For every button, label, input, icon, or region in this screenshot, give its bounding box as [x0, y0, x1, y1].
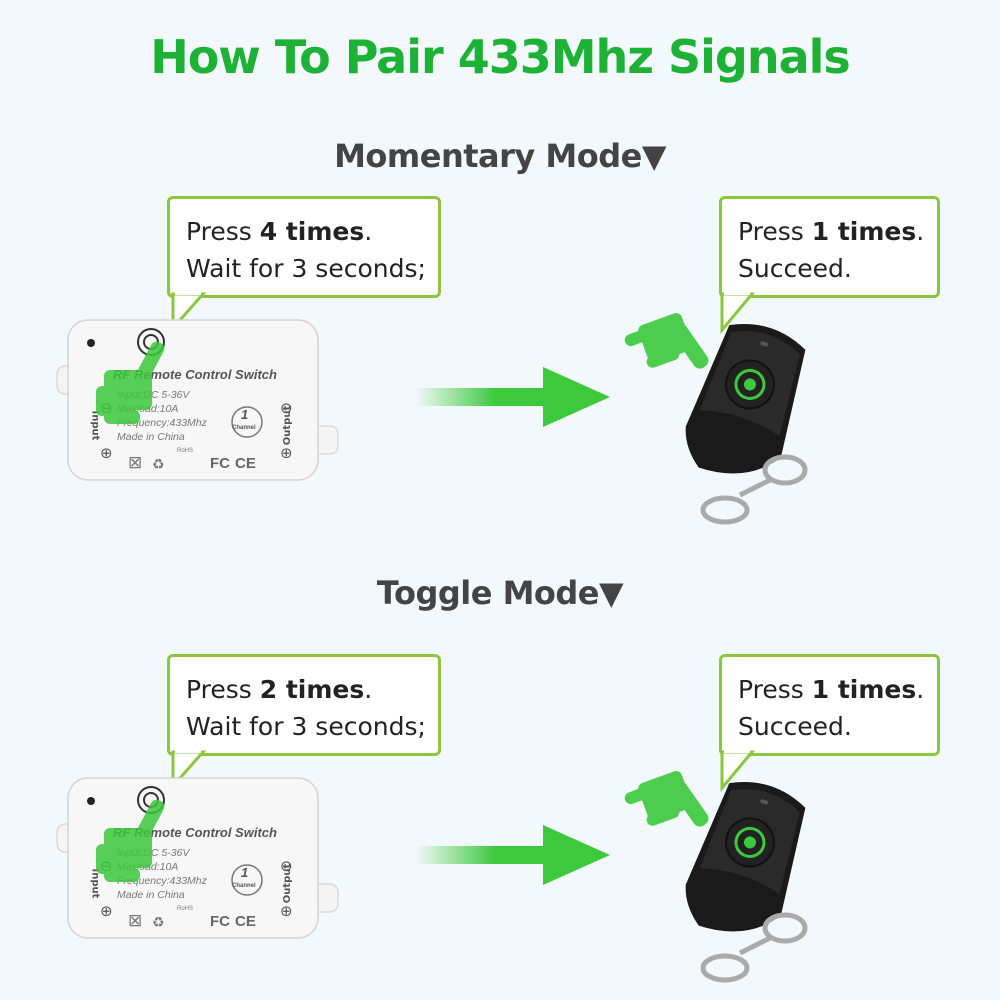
device-spec-origin: Made in China [117, 431, 185, 443]
hand-pointer-icon [96, 341, 165, 424]
press-count: 1 times [811, 217, 917, 246]
svg-text:⊕: ⊕ [100, 444, 113, 462]
svg-text:⊕: ⊕ [280, 902, 293, 920]
ce-mark: CE [235, 455, 256, 472]
hand-pointer-icon [624, 313, 709, 369]
rohs-leaf-icon: RoHS [177, 448, 194, 454]
device-title: RF Remote Control Switch [113, 825, 277, 840]
press-count: 2 times [259, 675, 365, 704]
instruction-line: Wait for 3 seconds; [186, 712, 426, 741]
svg-text:⊖: ⊖ [280, 857, 293, 875]
fc-mark: FC [210, 913, 230, 930]
hand-pointer-icon [624, 771, 709, 827]
rohs-leaf-icon: RoHS [177, 906, 194, 912]
output-label: Output [282, 863, 294, 904]
key-fob-remote [685, 781, 808, 983]
svg-text:⊠: ⊠ [128, 453, 142, 473]
press-count: 1 times [811, 675, 917, 704]
svg-text:⊠: ⊠ [128, 911, 142, 931]
instruction-line: Succeed. [738, 712, 852, 741]
instruction-line: Wait for 3 seconds; [186, 254, 426, 283]
recycle-icon: ♻ [152, 914, 165, 930]
rf-receiver-module: ⊖ ⊕ ⊖ ⊕ ⊠ RF Remote Control Switch Input… [55, 776, 340, 941]
bubble-tail [720, 749, 756, 793]
channel-number: 1 [241, 865, 249, 880]
press-count: 4 times [259, 217, 365, 246]
rf-receiver-module: ⊖ ⊕ ⊖ ⊕ ⊠ RF Remote Control Switch Input… [55, 318, 340, 483]
receiver-instruction-bubble: Press 2 times. Wait for 3 seconds; [167, 654, 441, 756]
section-heading-momentary: Momentary Mode▼ [334, 137, 666, 175]
receiver-body: ⊖ ⊕ ⊖ ⊕ ⊠ [56, 777, 339, 939]
page-title: How To Pair 433Mhz Signals [150, 30, 851, 84]
svg-text:⊖: ⊖ [280, 399, 293, 417]
receiver-instruction-bubble: Press 4 times. Wait for 3 seconds; [167, 196, 441, 298]
device-title: RF Remote Control Switch [113, 367, 277, 382]
device-spec-origin: Made in China [117, 889, 185, 901]
ce-mark: CE [235, 913, 256, 930]
bubble-tail [720, 291, 756, 335]
instruction-line: Succeed. [738, 254, 852, 283]
arrow-right-icon [415, 367, 610, 427]
recycle-icon: ♻ [152, 456, 165, 472]
receiver-body: ⊖ ⊕ ⊖ ⊕ ⊠ [56, 319, 339, 481]
key-fob-remote [685, 323, 808, 525]
channel-label: Channel [232, 883, 256, 889]
remote-instruction-bubble: Press 1 times. Succeed. [719, 654, 940, 756]
output-label: Output [282, 405, 294, 446]
fc-mark: FC [210, 455, 230, 472]
svg-text:⊕: ⊕ [280, 444, 293, 462]
channel-number: 1 [241, 407, 249, 422]
svg-text:⊕: ⊕ [100, 902, 113, 920]
section-heading-toggle: Toggle Mode▼ [376, 574, 624, 612]
arrow-right-icon [415, 825, 610, 885]
hand-pointer-icon [96, 799, 165, 882]
remote-instruction-bubble: Press 1 times. Succeed. [719, 196, 940, 298]
channel-label: Channel [232, 425, 256, 431]
